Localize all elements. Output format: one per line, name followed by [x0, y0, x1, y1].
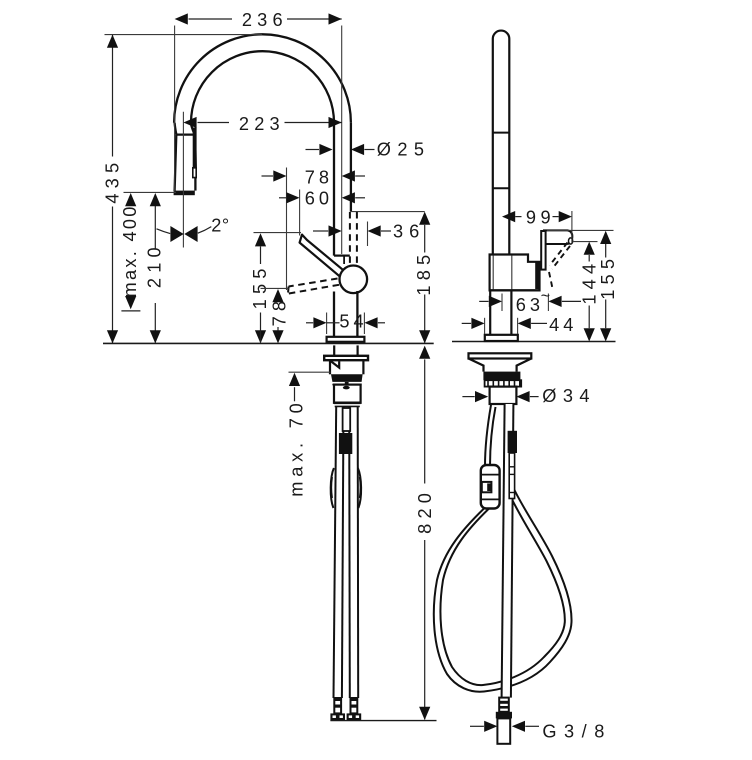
- svg-text:54: 54: [339, 312, 367, 332]
- svg-text:435: 435: [103, 158, 123, 204]
- svg-text:236: 236: [242, 10, 288, 30]
- svg-text:36: 36: [393, 221, 425, 241]
- svg-text:820: 820: [415, 488, 435, 534]
- svg-text:99: 99: [526, 208, 555, 228]
- svg-text:Ø25: Ø25: [377, 140, 431, 160]
- svg-text:44: 44: [549, 315, 577, 335]
- svg-text:63: 63: [516, 295, 544, 315]
- svg-text:144: 144: [580, 259, 600, 305]
- svg-text:G3/8: G3/8: [542, 721, 611, 741]
- svg-text:78: 78: [305, 168, 333, 188]
- svg-text:max. 400: max. 400: [120, 204, 140, 297]
- svg-text:223: 223: [239, 114, 285, 134]
- svg-text:155: 155: [598, 254, 618, 300]
- svg-text:78: 78: [270, 296, 290, 327]
- svg-text:~: ~: [541, 288, 550, 305]
- svg-text:max. 70: max. 70: [287, 398, 307, 496]
- svg-text:Ø34: Ø34: [542, 386, 596, 406]
- svg-text:185: 185: [414, 250, 434, 296]
- svg-text:210: 210: [144, 242, 164, 288]
- svg-text:155: 155: [250, 263, 270, 309]
- svg-text:2°: 2°: [211, 216, 229, 236]
- svg-text:60: 60: [305, 189, 333, 209]
